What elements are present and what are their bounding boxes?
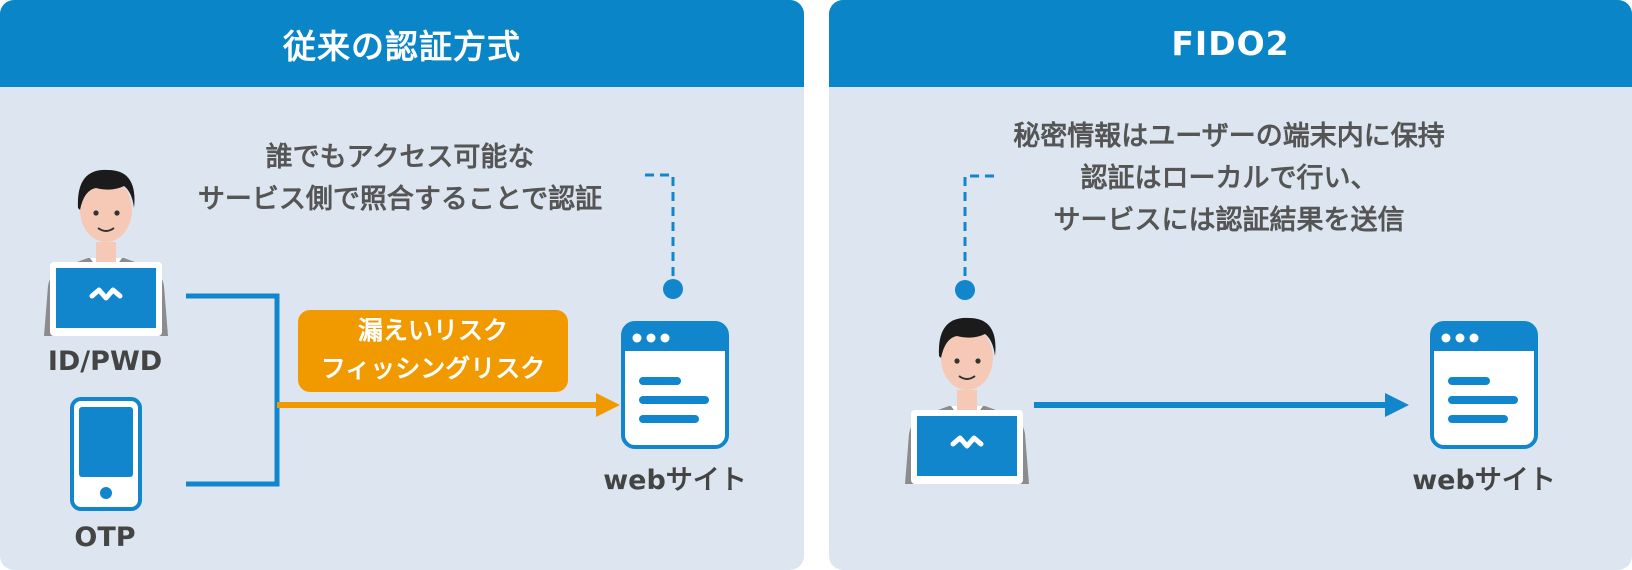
conventional-auth-panel: 従来の認証方式 誰でもアクセス可能な サービス側で照合することで認証 ID/PW… xyxy=(0,0,804,570)
website-label: webサイト xyxy=(603,465,747,496)
fido2-caption: 秘密情報はユーザーの端末内に保持 認証はローカルで行い、 サービスには認証結果を… xyxy=(969,116,1489,242)
risk-badge: 漏えいリスク フィッシングリスク xyxy=(298,310,568,392)
fido2-connectors xyxy=(955,174,1409,417)
arrow-right-icon xyxy=(1385,393,1409,417)
bracket-line xyxy=(186,293,280,487)
caption-line: サービス側で照合することで認証 xyxy=(197,184,603,215)
dashed-connector xyxy=(963,174,994,282)
panel-title-conventional: 従来の認証方式 xyxy=(0,0,804,87)
conventional-caption: 誰でもアクセス可能な サービス側で照合することで認証 xyxy=(160,137,640,221)
arrow-right-icon xyxy=(596,393,620,417)
fido2-panel: FIDO2 秘密情報はユーザーの端末内に保持 認証はローカルで行い、 サービスに… xyxy=(829,0,1632,570)
website-label: webサイト xyxy=(1412,465,1556,496)
connector-dot xyxy=(955,280,975,300)
person-icon xyxy=(44,169,168,336)
browser-window-icon xyxy=(1430,321,1538,449)
browser-window-icon xyxy=(621,321,729,449)
person-icon xyxy=(905,317,1029,484)
risk-line: 漏えいリスク xyxy=(357,316,508,345)
panel-title-fido2: FIDO2 xyxy=(829,0,1632,87)
conventional-connectors xyxy=(186,173,683,487)
risk-line: フィッシングリスク xyxy=(320,354,546,383)
otp-label: OTP xyxy=(74,522,136,553)
caption-line: サービスには認証結果を送信 xyxy=(1053,205,1405,236)
connector-dot xyxy=(663,279,683,299)
dashed-connector xyxy=(645,173,675,283)
caption-line: 誰でもアクセス可能な xyxy=(265,142,535,173)
smartphone-icon xyxy=(70,397,142,511)
caption-line: 認証はローカルで行い、 xyxy=(1080,163,1378,194)
caption-line: 秘密情報はユーザーの端末内に保持 xyxy=(1013,121,1445,152)
id-pwd-label: ID/PWD xyxy=(47,346,163,377)
